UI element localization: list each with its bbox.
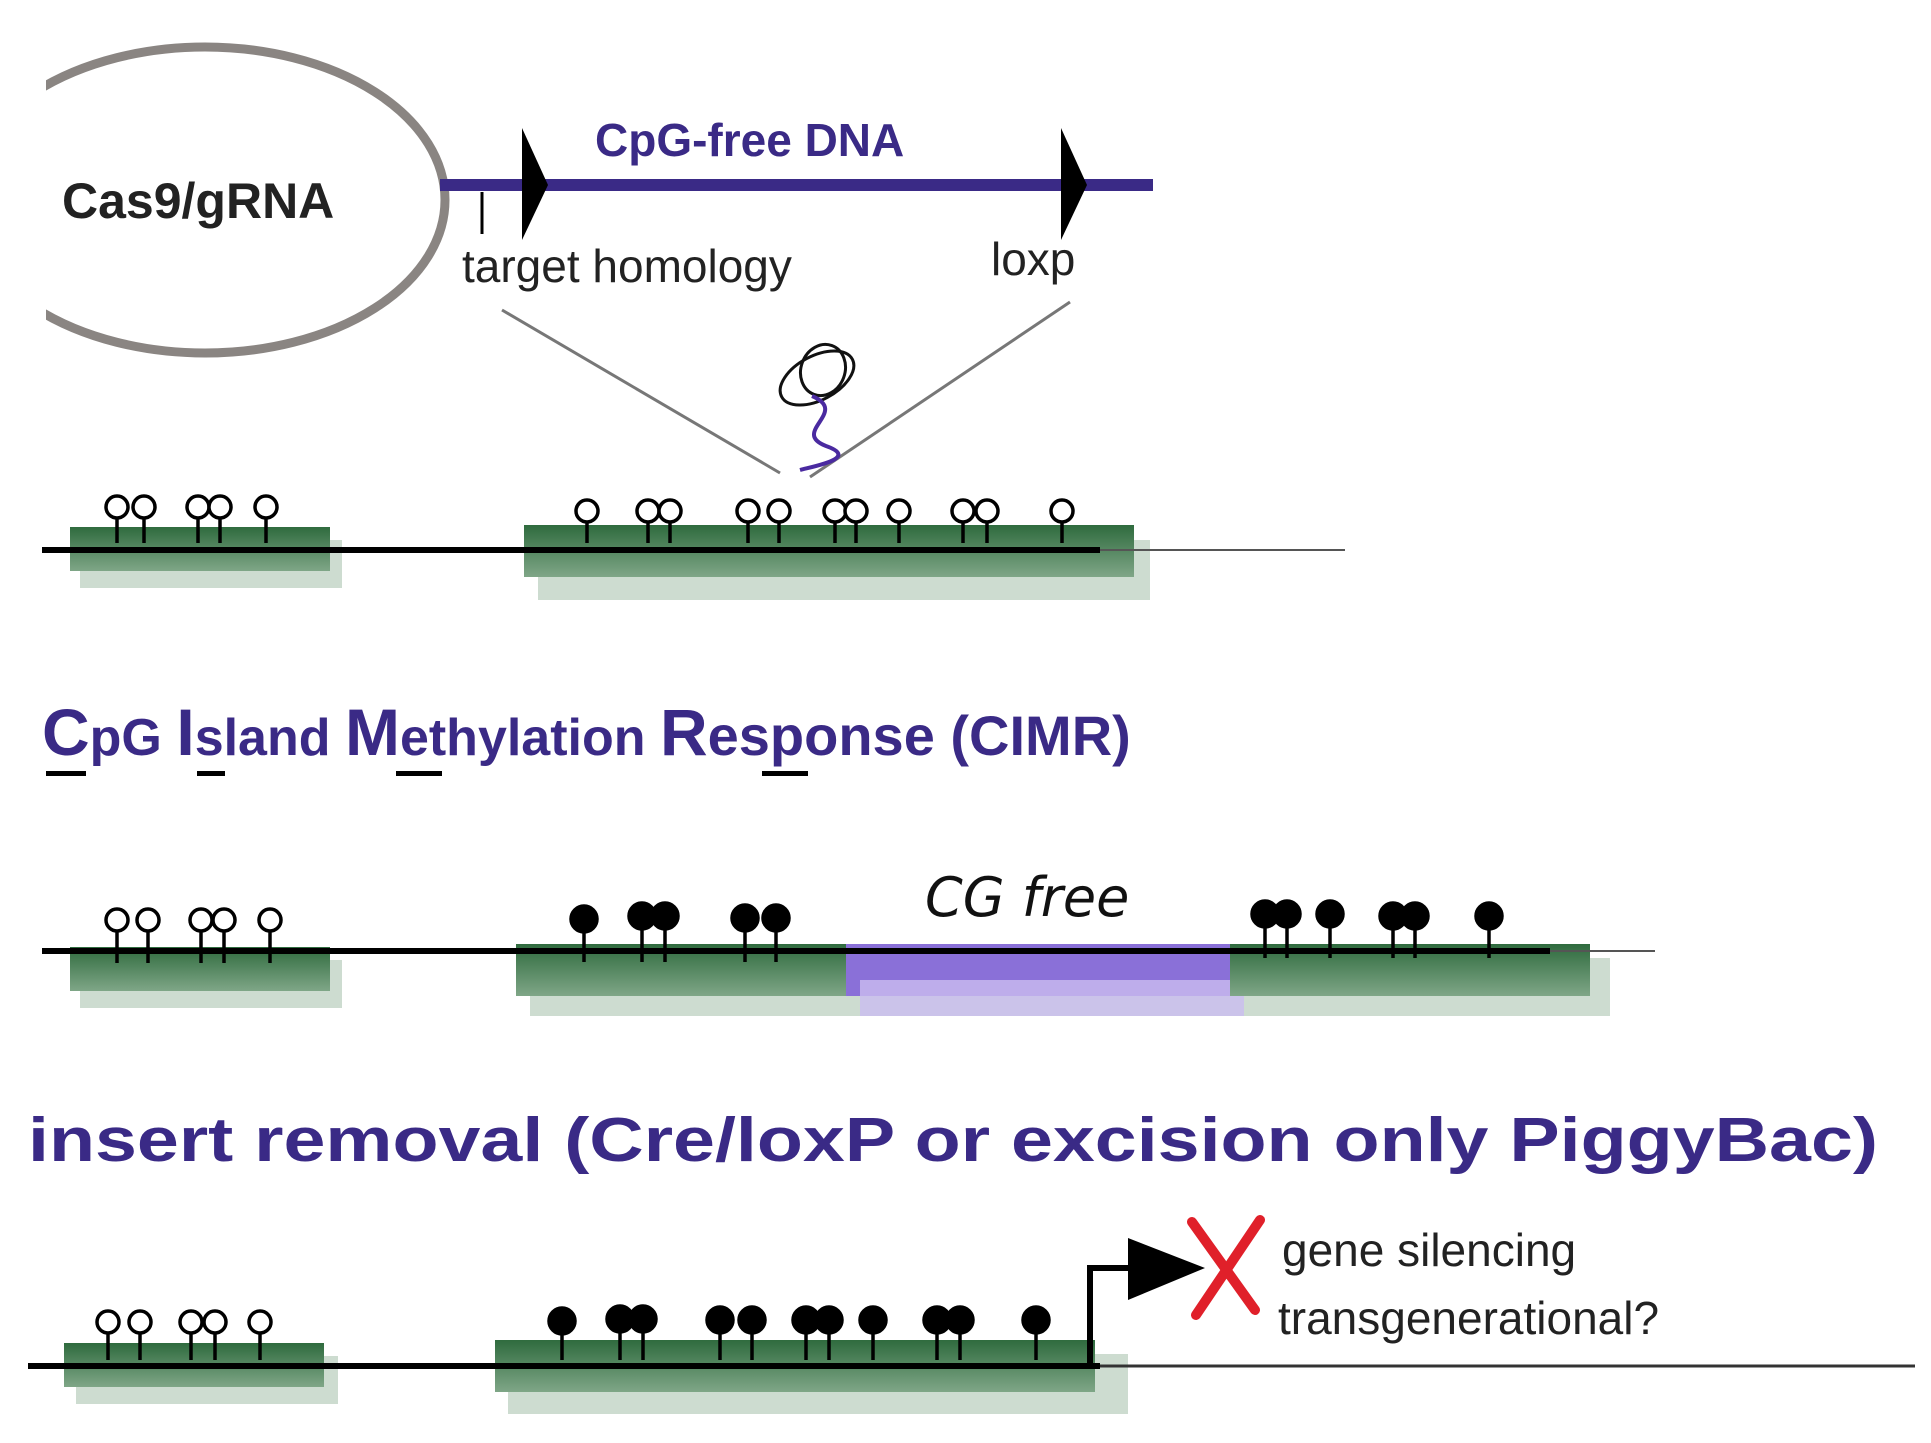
cg-free-label: CG free: [925, 866, 1129, 929]
cpg-unmethylated-icon: [247, 1309, 273, 1360]
silencing-line-1: gene silencing: [1282, 1224, 1576, 1276]
cpg-methylated-icon: [814, 1305, 844, 1360]
cpg-unmethylated-icon: [253, 494, 279, 543]
cpg-methylated-icon: [1021, 1305, 1051, 1360]
cpg-methylated-icon: [858, 1305, 888, 1360]
cpg-methylated-icon: [945, 1305, 975, 1360]
cpg-methylated-icon: [761, 903, 791, 962]
cpg-unmethylated-icon: [127, 1309, 153, 1360]
cpg-unmethylated-icon: [104, 494, 130, 543]
cpg-methylated-icon: [1474, 901, 1504, 958]
cas9-label: Cas9/gRNA: [62, 173, 334, 229]
cpg-unmethylated-icon: [257, 907, 283, 963]
cpg-unmethylated-icon: [185, 494, 211, 543]
cpg-unmethylated-icon: [574, 498, 600, 543]
insertion-guide-left: [501, 308, 781, 475]
cpg-unmethylated-icon: [104, 907, 130, 963]
cpg-unmethylated-icon: [135, 907, 161, 963]
cpg-unmethylated-icon: [886, 498, 912, 543]
cpg-unmethylated-icon: [735, 498, 761, 543]
cpg-unmethylated-icon: [178, 1309, 204, 1360]
loxp-left-triangle: [522, 128, 548, 240]
cpg-methylated-icon: [737, 1305, 767, 1360]
cimr-title-underlines: [46, 771, 808, 776]
cpg-unmethylated-icon: [202, 1309, 228, 1360]
cpg-unmethylated-icon: [950, 498, 976, 543]
cpg-methylated-icon: [730, 903, 760, 962]
construct-panel: Cas9/gRNA CpG-free DNA target homology l…: [0, 20, 1153, 479]
insert-label: CpG-free DNA: [595, 114, 904, 166]
cpg-methylated-icon: [1315, 899, 1345, 958]
cimr-title: CpG Island Methylation Response (CIMR): [42, 695, 1131, 769]
chromosome-1: [42, 494, 1345, 600]
cpg-unmethylated-icon: [95, 1309, 121, 1360]
cpg-unmethylated-icon: [974, 498, 1000, 543]
dna-loop-icon: [778, 342, 856, 472]
cpg-methylated-icon: [650, 901, 680, 962]
cpg-methylated-icon: [1400, 901, 1430, 958]
x-mark-icon: [1187, 1215, 1265, 1320]
chromosome-3: gene silencing transgenerational?: [28, 1215, 1915, 1414]
cpg-sites-row-2: [104, 899, 1504, 963]
cpg-methylated-icon: [547, 1306, 577, 1360]
homology-label: target homology: [462, 240, 792, 292]
cas9-ellipse: [0, 42, 450, 358]
cg-free-insert-shadow: [860, 980, 1244, 1016]
cpg-unmethylated-icon: [207, 494, 233, 543]
loxp-right-triangle: [1061, 128, 1087, 240]
cpg-methylated-icon: [1272, 899, 1302, 958]
cpg-sites-row-1: [104, 494, 1075, 543]
cpg-unmethylated-icon: [843, 498, 869, 543]
removal-title: insert removal (Cre/loxP or excision onl…: [28, 1106, 1878, 1175]
insertion-guide-right: [809, 300, 1071, 479]
cpg-sites-row-3: [95, 1304, 1051, 1360]
cpg-methylated-icon: [628, 1304, 658, 1360]
cpg-unmethylated-icon: [211, 907, 237, 963]
loxp-label: loxp: [991, 233, 1075, 285]
cpg-methylated-icon: [705, 1305, 735, 1360]
cpg-methylated-icon: [569, 904, 599, 962]
silencing-line-2: transgenerational?: [1278, 1292, 1659, 1344]
transcription-start-arrow-icon: [1087, 1238, 1205, 1364]
cpg-unmethylated-icon: [766, 498, 792, 543]
cpg-unmethylated-icon: [131, 494, 157, 543]
cpg-unmethylated-icon: [1049, 498, 1075, 543]
chromosome-2: CG free: [42, 866, 1655, 1016]
cpg-unmethylated-icon: [657, 498, 683, 543]
